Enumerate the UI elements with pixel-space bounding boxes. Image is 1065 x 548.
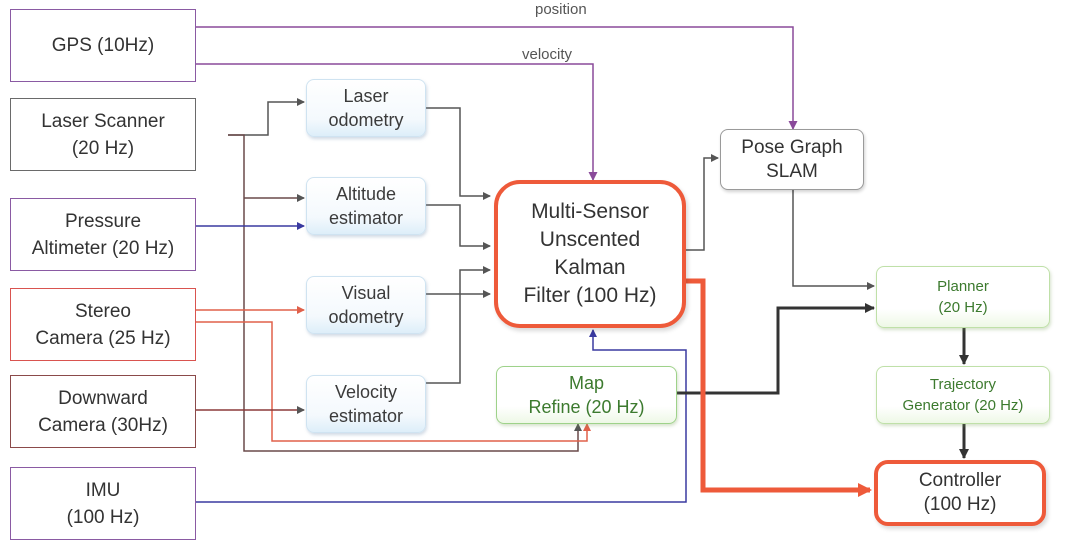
edge-gps-position [195,26,798,130]
pose-graph-slam-node: Pose Graph SLAM [720,129,864,190]
ukf-filter-node: Multi-Sensor Unscented Kalman Filter (10… [494,180,686,328]
velocity-estimator-label: Velocity estimator [328,382,404,426]
pose-graph-slam-label: Pose Graph SLAM [741,136,843,182]
laser-scanner-label: Laser Scanner (20 Hz) [41,110,165,159]
edge-label-position: position [535,1,587,18]
edge-laser-trunk [228,134,582,452]
ukf-filter-label: Multi-Sensor Unscented Kalman Filter (10… [523,200,657,307]
pressure-altimeter-label: Pressure Altimeter (20 Hz) [31,210,175,259]
downward-camera-node: Downward Camera (30Hz) [10,375,196,448]
edge-map-to-planner [677,303,875,395]
planner-label: Planner (20 Hz) [937,278,989,316]
imu-node: IMU (100 Hz) [10,467,196,540]
gps-node: GPS (10Hz) [10,9,196,82]
altitude-estimator-label: Altitude estimator [328,184,404,228]
edge-gps-velocity [195,63,598,181]
pressure-altimeter-node: Pressure Altimeter (20 Hz) [10,198,196,271]
edge-label-velocity: velocity [522,46,573,63]
laser-odometry-node: Laser odometry [306,79,426,137]
visual-odometry-label: Visual odometry [328,283,404,327]
edge-posegraph-to-planner [792,190,875,290]
downward-camera-label: Downward Camera (30Hz) [38,387,168,436]
planner-node: Planner (20 Hz) [876,266,1050,328]
velocity-estimator-node: Velocity estimator [306,375,426,433]
altitude-estimator-node: Altitude estimator [306,177,426,235]
edge-velocity-to-filter [426,290,491,384]
stereo-camera-node: Stereo Camera (25 Hz) [10,288,196,361]
edge-imu-to-filter [196,329,687,503]
laser-scanner-node: Laser Scanner (20 Hz) [10,98,196,171]
map-refine-label: Map Refine (20 Hz) [528,373,645,417]
edge-laser-odometry-to-filter [426,107,491,200]
edge-laser-to-odometry [228,98,305,136]
gps-label: GPS (10Hz) [51,35,155,56]
map-refine-node: Map Refine (20 Hz) [496,366,677,424]
edge-filter-to-posegraph [686,154,719,251]
imu-label: IMU (100 Hz) [66,479,140,528]
edge-filter-to-controller [686,278,872,497]
trajectory-generator-node: Trajectory Generator (20 Hz) [876,366,1050,424]
controller-node: Controller (100 Hz) [874,460,1046,526]
laser-odometry-label: Laser odometry [328,86,404,130]
controller-label: Controller (100 Hz) [918,470,1002,515]
trajectory-generator-label: Trajectory Generator (20 Hz) [902,376,1024,414]
edge-stereo-to-map [196,321,591,442]
stereo-camera-label: Stereo Camera (25 Hz) [35,300,171,349]
edge-altitude-to-filter [426,204,491,250]
edge-visual-to-filter [426,266,491,295]
visual-odometry-node: Visual odometry [306,276,426,334]
